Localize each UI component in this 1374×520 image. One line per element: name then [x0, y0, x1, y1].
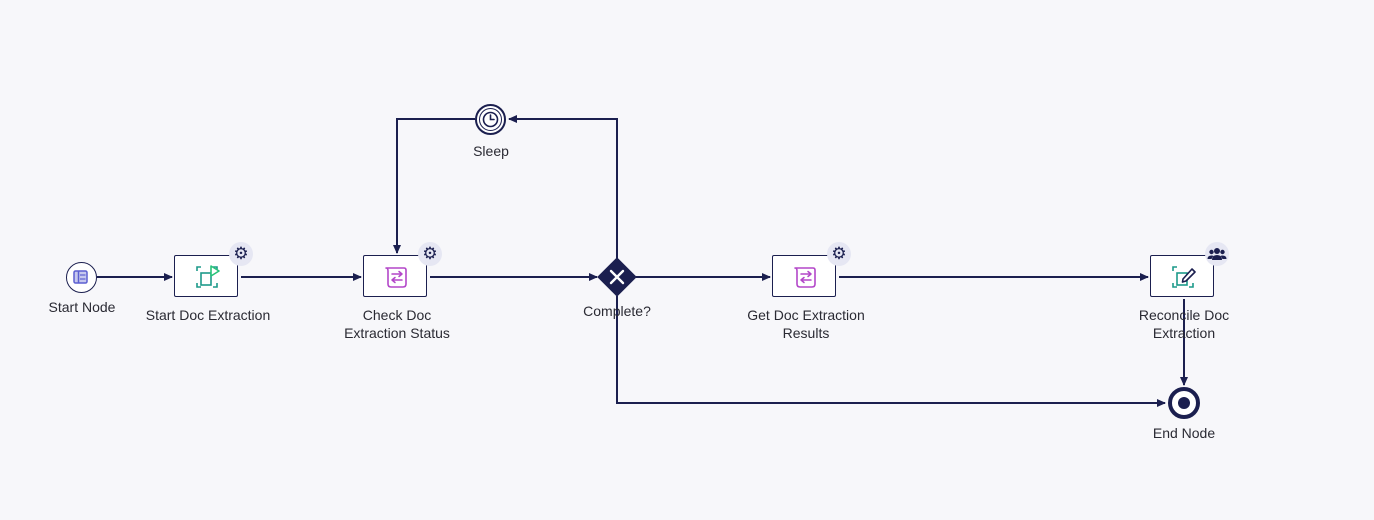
start-node-label: Start Node	[48, 299, 116, 315]
close-icon	[609, 269, 625, 285]
task-get-results-label: Get Doc Extraction Results	[747, 306, 865, 342]
task-check-doc-label: Check Doc Extraction Status	[344, 306, 450, 342]
end-node[interactable]	[1168, 387, 1200, 419]
task-check-doc-label-line2: Extraction Status	[344, 325, 450, 341]
edge-complete-to-sleep[interactable]	[508, 115, 618, 259]
doc-extraction-start-icon	[196, 265, 220, 288]
script-task-icon	[794, 267, 816, 288]
form-icon	[73, 270, 88, 284]
script-task-icon	[385, 267, 407, 288]
task-start-doc-extraction-label: Start Doc Extraction	[145, 307, 271, 323]
task-reconcile-label-line2: Extraction	[1152, 325, 1216, 341]
task-reconcile-label-line1: Reconcile Doc	[1138, 307, 1230, 323]
complete-gateway-label: Complete?	[583, 303, 651, 319]
task-reconcile-label: Reconcile Doc Extraction	[1139, 306, 1229, 342]
gear-icon: ⚙	[233, 243, 249, 264]
clock-icon	[482, 111, 499, 128]
sleep-label: Sleep	[473, 143, 509, 159]
settings-badge-get-results[interactable]: ⚙	[827, 242, 851, 266]
start-node[interactable]	[66, 262, 97, 293]
task-check-doc-extraction-status[interactable]	[363, 255, 427, 297]
gear-icon: ⚙	[422, 243, 438, 264]
users-icon	[1207, 248, 1227, 260]
task-get-results-label-line2: Results	[782, 325, 830, 341]
settings-badge-start-doc[interactable]: ⚙	[229, 242, 253, 266]
edge-sleep-to-checkdoc[interactable]	[393, 118, 475, 254]
edit-document-icon	[1172, 266, 1196, 288]
sleep-timer-event[interactable]	[475, 104, 506, 135]
end-node-label: End Node	[1152, 425, 1216, 441]
edge-complete-to-end[interactable]	[616, 296, 1166, 407]
task-get-doc-extraction-results[interactable]	[772, 255, 836, 297]
gear-icon: ⚙	[831, 243, 847, 264]
task-start-doc-extraction[interactable]	[174, 255, 238, 297]
users-badge-reconcile[interactable]	[1205, 242, 1229, 266]
task-reconcile-doc-extraction[interactable]	[1150, 255, 1214, 297]
task-check-doc-label-line1: Check Doc	[362, 307, 432, 323]
task-get-results-label-line1: Get Doc Extraction	[747, 307, 865, 323]
settings-badge-check-doc[interactable]: ⚙	[418, 242, 442, 266]
